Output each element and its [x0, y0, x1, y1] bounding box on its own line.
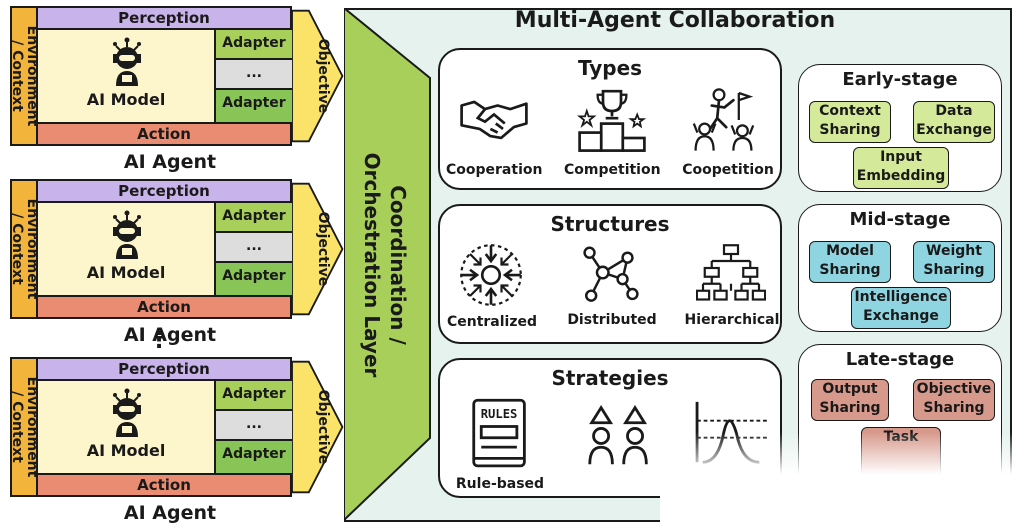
adapter-bottom: Adapter: [214, 263, 292, 295]
centralized-label: Centralized: [446, 314, 538, 330]
objective-label: Objective: [315, 38, 331, 114]
early-stage-title: Early-stage: [842, 69, 958, 90]
objective-label: Objective: [315, 389, 331, 465]
hierarchical-label: Hierarchical: [684, 312, 780, 328]
coordination-layer-shape: [344, 8, 431, 520]
types-title: Types: [577, 56, 643, 80]
adapter-top: Adapter: [214, 381, 292, 411]
ai-agent-label: AI Agent: [123, 324, 217, 346]
adapter-bottom: Adapter: [214, 441, 292, 473]
distributed-network-icon: [583, 246, 639, 302]
adapter-ellipsis: ...: [214, 411, 292, 441]
environment-context-label: Environment / Context: [9, 376, 40, 478]
robot-icon: [113, 210, 141, 259]
environment-context-bar: Environment / Context: [9, 179, 40, 319]
ai-model-box: AI Model: [38, 381, 214, 473]
strategy-item-2: [574, 396, 664, 496]
hierarchy-tree-icon: [696, 244, 766, 301]
coopetition-item: Coopetition: [680, 84, 776, 182]
robot-icon: [113, 37, 141, 86]
strategies-section: Strategies RULES Rule-based: [438, 358, 782, 498]
ai-model-label: AI Model: [86, 263, 166, 282]
ai-model-box: AI Model: [38, 203, 214, 295]
strategies-title: Strategies: [551, 366, 669, 390]
perception-bar: Perception: [38, 357, 292, 381]
action-bar: Action: [38, 122, 292, 146]
bottom-fade-overlay: [660, 432, 1020, 526]
handshake-icon: [460, 100, 528, 140]
centralized-network-icon: [460, 244, 522, 306]
ai-agent-3: Environment / Context Perception AI Mode…: [9, 357, 345, 524]
cooperation-item: Cooperation: [446, 92, 542, 182]
coopetition-label: Coopetition: [682, 162, 774, 178]
ai-model-label: AI Model: [86, 441, 166, 460]
environment-context-bar: Environment / Context: [9, 357, 40, 497]
coordination-layer-label: Coordination / Orchestration Layer: [360, 152, 410, 378]
robot-icon: [113, 388, 141, 437]
adapter-ellipsis: ...: [214, 60, 292, 90]
adapter-bottom: Adapter: [214, 90, 292, 122]
more-agents-ellipsis: ⋮: [148, 328, 170, 353]
ai-model-label: AI Model: [86, 90, 166, 109]
structures-title: Structures: [550, 212, 670, 236]
distributed-label: Distributed: [567, 312, 657, 328]
types-section: Types Cooperation Competition: [438, 48, 782, 190]
game-players-icon: [588, 404, 648, 465]
competition-label: Competition: [564, 162, 661, 178]
environment-context-label: Environment / Context: [9, 25, 40, 127]
ai-agent-1: Environment / Context Perception AI Mode…: [9, 6, 345, 173]
objective-arrow: [292, 9, 344, 143]
adapter-ellipsis: ...: [214, 233, 292, 263]
adapter-top: Adapter: [214, 203, 292, 233]
rulebook-icon-text: RULES: [481, 407, 518, 421]
adapter-top: Adapter: [214, 30, 292, 60]
rule-based-label: Rule-based: [455, 476, 545, 492]
environment-context-label: Environment / Context: [9, 198, 40, 300]
environment-context-bar: Environment / Context: [9, 6, 40, 146]
objective-label: Objective: [315, 211, 331, 287]
late-stage-title: Late-stage: [845, 349, 955, 370]
panel-title: Multi-Agent Collaboration: [514, 8, 836, 33]
objective-arrow: [292, 182, 344, 316]
action-bar: Action: [38, 473, 292, 497]
centralized-item: Centralized: [444, 240, 540, 340]
rule-based-item: RULES Rule-based: [450, 396, 550, 496]
ai-model-box: AI Model: [38, 30, 214, 122]
rulebook-icon: RULES: [472, 398, 526, 468]
distributed-item: Distributed: [564, 240, 660, 340]
ai-agent-label: AI Agent: [123, 502, 217, 524]
podium-trophy-icon: [577, 89, 647, 152]
competition-item: Competition: [564, 84, 661, 182]
mid-stage-title: Mid-stage: [849, 209, 951, 230]
objective-arrow: [292, 360, 344, 494]
perception-bar: Perception: [38, 179, 292, 203]
ai-agent-label: AI Agent: [123, 151, 217, 173]
cooperation-label: Cooperation: [446, 162, 543, 178]
perception-bar: Perception: [38, 6, 292, 30]
structures-section: Structures Centralized: [438, 204, 782, 344]
action-bar: Action: [38, 295, 292, 319]
ai-agent-2: Environment / Context Perception AI Mode…: [9, 179, 345, 346]
hierarchical-item: Hierarchical: [684, 240, 780, 340]
coopetition-people-icon: [692, 88, 755, 151]
